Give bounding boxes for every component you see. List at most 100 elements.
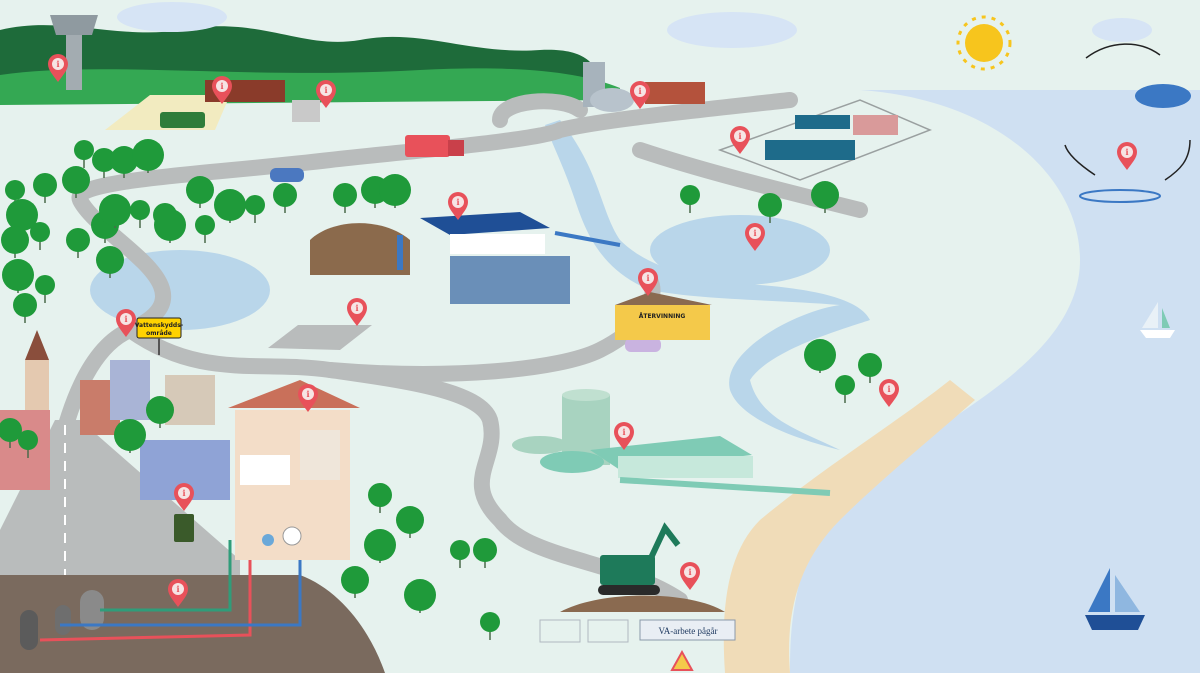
car-wash-lot bbox=[268, 325, 372, 350]
info-icon: i bbox=[456, 197, 459, 207]
info-pin-storage-yard[interactable]: i bbox=[730, 126, 750, 154]
tree bbox=[450, 540, 470, 568]
info-pin-bin[interactable]: i bbox=[174, 483, 194, 511]
tree bbox=[154, 209, 186, 243]
well bbox=[292, 100, 320, 122]
waste-bin bbox=[174, 514, 194, 542]
info-pin-household[interactable]: i bbox=[298, 384, 318, 412]
tree bbox=[110, 146, 138, 178]
info-icon: i bbox=[176, 584, 179, 594]
car-purple bbox=[625, 338, 661, 352]
info-pin-pipes[interactable]: i bbox=[168, 579, 188, 607]
sailboat-large bbox=[1085, 568, 1145, 630]
info-icon: i bbox=[738, 131, 741, 141]
info-icon: i bbox=[56, 59, 59, 69]
tree bbox=[368, 483, 392, 513]
info-icon: i bbox=[638, 86, 641, 96]
tree bbox=[195, 215, 215, 243]
tree bbox=[92, 148, 116, 178]
info-pin-waterworks[interactable]: i bbox=[630, 81, 650, 109]
waterworks bbox=[583, 62, 705, 112]
tree bbox=[364, 529, 396, 563]
tree bbox=[835, 375, 855, 403]
household bbox=[228, 380, 360, 560]
tree bbox=[132, 139, 164, 173]
info-pin-car-wash[interactable]: i bbox=[347, 298, 367, 326]
info-icon: i bbox=[355, 303, 358, 313]
tree bbox=[130, 200, 150, 228]
info-pin-water-tower[interactable]: i bbox=[48, 54, 68, 82]
tree bbox=[13, 293, 37, 323]
cloud-right bbox=[1092, 18, 1152, 42]
info-icon: i bbox=[220, 81, 223, 91]
info-icon: i bbox=[124, 314, 127, 324]
info-pin-recycling-center[interactable]: i bbox=[638, 268, 658, 296]
tree bbox=[0, 418, 22, 448]
tree bbox=[18, 430, 38, 458]
work-banner: VA-arbete pågår bbox=[658, 626, 717, 636]
tree bbox=[273, 183, 297, 213]
info-icon: i bbox=[753, 228, 756, 238]
tree bbox=[473, 538, 497, 568]
info-icon: i bbox=[324, 85, 327, 95]
info-pin-beach[interactable]: i bbox=[879, 379, 899, 407]
info-pin-well[interactable]: i bbox=[316, 80, 336, 108]
info-icon: i bbox=[182, 488, 185, 498]
info-pin-wastewater-plant[interactable]: i bbox=[614, 422, 634, 450]
tree bbox=[404, 579, 436, 613]
tree bbox=[758, 193, 782, 223]
info-pin-wetland[interactable]: i bbox=[745, 223, 765, 251]
info-pin-treatment-plant[interactable]: i bbox=[448, 192, 468, 220]
protection-sign-line2: område bbox=[146, 330, 172, 337]
tree bbox=[680, 185, 700, 213]
water-tower bbox=[50, 15, 98, 90]
storage-yard bbox=[717, 99, 932, 181]
tree bbox=[341, 566, 369, 598]
garage-sign: ÅTERVINNING bbox=[639, 313, 686, 320]
info-icon: i bbox=[622, 427, 625, 437]
tree bbox=[186, 176, 214, 208]
tree bbox=[480, 612, 500, 640]
water-cycle-diagram bbox=[1064, 43, 1191, 203]
cloud-middle bbox=[667, 12, 797, 48]
sun bbox=[956, 15, 1012, 71]
info-pin-water-cycle[interactable]: i bbox=[1117, 142, 1137, 170]
tree bbox=[1, 226, 29, 258]
tree bbox=[99, 194, 131, 228]
info-pin-protection-area[interactable]: i bbox=[116, 309, 136, 337]
info-icon: i bbox=[688, 567, 691, 577]
tree bbox=[114, 419, 146, 453]
tree bbox=[74, 140, 94, 168]
tree bbox=[379, 174, 411, 208]
wastewater-plant bbox=[512, 389, 831, 496]
recycling-center: ÅTERVINNING bbox=[615, 292, 712, 340]
pond-left bbox=[90, 250, 270, 330]
tree bbox=[62, 166, 90, 198]
tree bbox=[2, 259, 34, 293]
tree bbox=[66, 228, 90, 258]
protection-area-sign: Vattenskydds- område bbox=[135, 317, 184, 355]
car-blue bbox=[270, 168, 304, 182]
info-pin-farm[interactable]: i bbox=[212, 76, 232, 104]
sea bbox=[790, 90, 1200, 673]
tree bbox=[811, 181, 839, 213]
wetland-pond bbox=[650, 215, 830, 285]
river bbox=[545, 120, 870, 450]
tree bbox=[35, 275, 55, 303]
info-pins: i i i i i i i i i i i i i i i i i bbox=[48, 54, 1137, 607]
info-icon: i bbox=[1125, 147, 1128, 157]
tree bbox=[146, 396, 174, 428]
sailboat-small bbox=[1140, 302, 1175, 338]
tree bbox=[30, 222, 50, 250]
tree bbox=[33, 173, 57, 203]
info-icon: i bbox=[887, 384, 890, 394]
underground-pipes bbox=[20, 540, 302, 650]
info-pin-excavator[interactable]: i bbox=[680, 562, 700, 590]
town bbox=[0, 330, 230, 500]
tree bbox=[214, 189, 246, 223]
treatment-plant bbox=[310, 212, 621, 304]
tree bbox=[396, 506, 424, 538]
beach bbox=[723, 380, 975, 673]
tree bbox=[333, 183, 357, 213]
